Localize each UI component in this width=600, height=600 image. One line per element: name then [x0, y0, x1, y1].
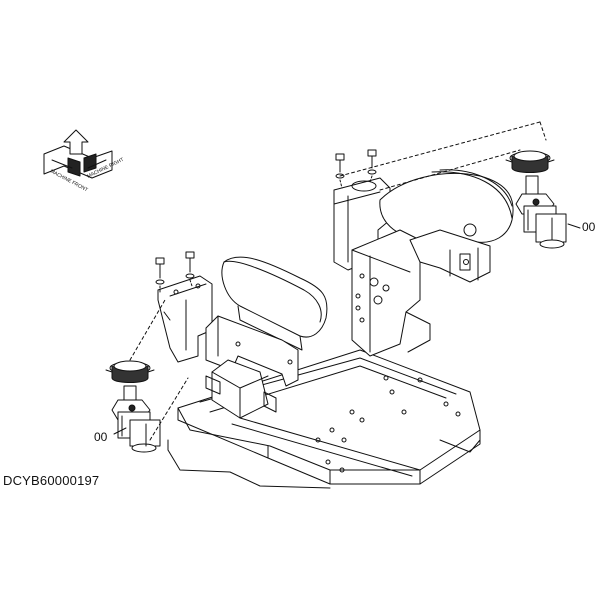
orientation-icon [43, 129, 113, 179]
left-lever-assembly [105, 360, 161, 453]
right-screws [335, 149, 377, 189]
left-leader-lines [129, 299, 189, 441]
callout-label-left: 00 [94, 430, 108, 444]
left-callout-leader [113, 427, 127, 435]
left-screws [155, 251, 195, 293]
drawing-code: DCYB60000197 [3, 473, 100, 488]
right-callout-leader [567, 223, 581, 229]
right-lever-assembly [505, 150, 567, 249]
right-leader-lines [339, 121, 547, 191]
callout-label-right: 00 [582, 220, 596, 234]
left-console [157, 256, 328, 419]
right-console [333, 169, 514, 357]
